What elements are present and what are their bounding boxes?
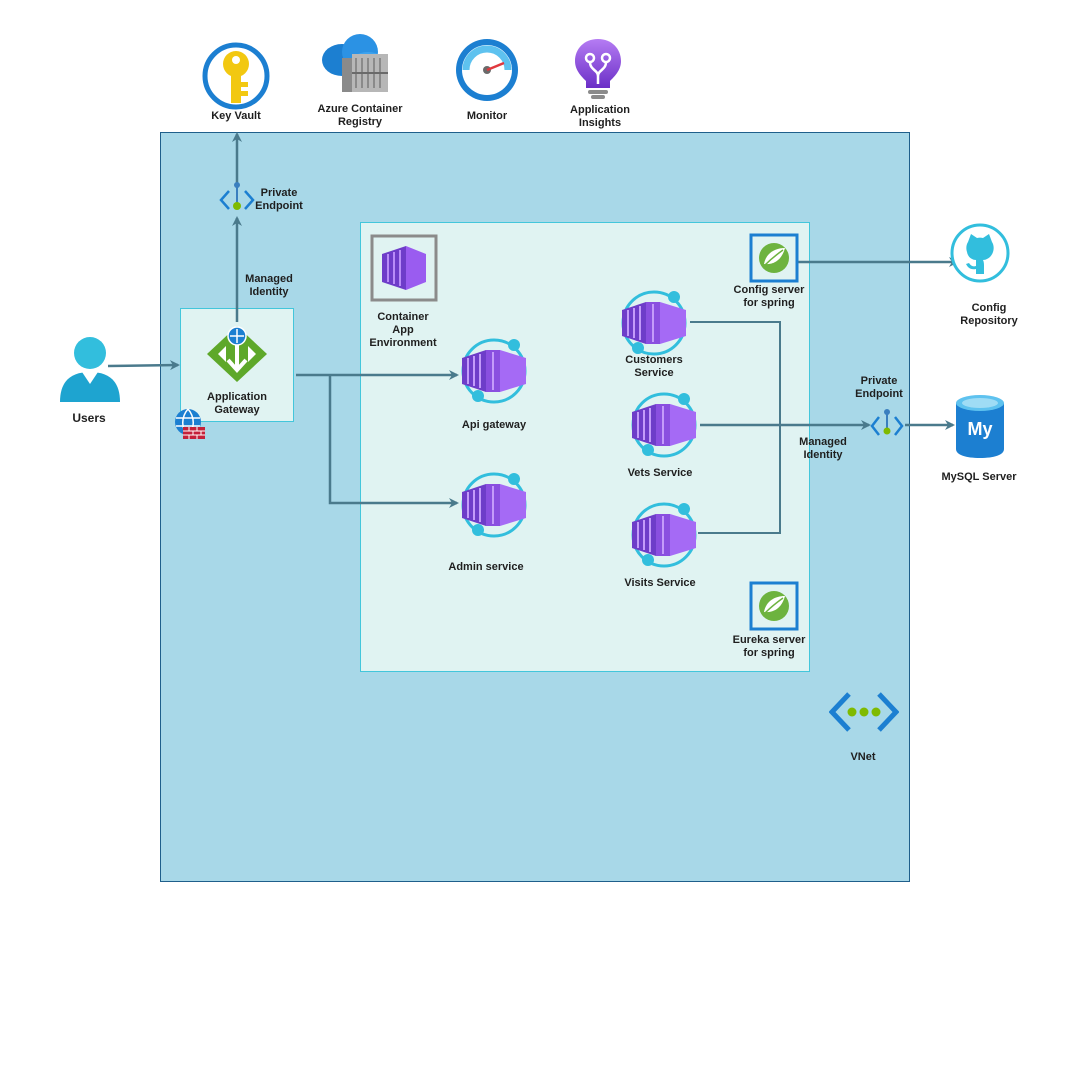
spring-config-server-icon: [749, 233, 799, 283]
container-app-environment-label: Container App Environment: [369, 311, 437, 349]
private-endpoint-right-icon: [870, 409, 904, 436]
vnet-icon: [829, 692, 899, 732]
vets-service-icon: [631, 392, 697, 458]
eureka-server-label: Eureka server for spring: [732, 634, 806, 659]
managed-identity-label-right: Managed Identity: [799, 436, 847, 461]
admin-service-icon: [461, 472, 527, 538]
connector-users-to-gateway: [107, 360, 180, 371]
key-vault-label: Key Vault: [211, 110, 261, 122]
key-vault-icon: [202, 42, 270, 110]
users-icon: [60, 337, 120, 402]
api-gateway-icon: [461, 338, 527, 404]
customers-service-icon: [621, 290, 687, 356]
mysql-badge-text: My: [967, 419, 992, 439]
monitor-label: Monitor: [466, 110, 508, 122]
users-label: Users: [72, 411, 106, 425]
api-gateway-label: Api gateway: [461, 419, 527, 431]
container-registry-icon: [322, 34, 388, 92]
github-icon: [950, 223, 1010, 283]
private-endpoint-label-right: Private Endpoint: [855, 375, 903, 400]
connector-gateway-to-admin-service: [328, 375, 459, 508]
container-app-environment-icon: [370, 234, 438, 302]
application-gateway-label: Application Gateway: [207, 391, 267, 416]
customers-service-label: Customers Service: [625, 354, 683, 379]
config-repository-label: Config Repository: [960, 302, 1018, 327]
mysql-server-label: MySQL Server: [941, 471, 1017, 483]
vets-service-label: Vets Service: [627, 467, 693, 479]
container-registry-label: Azure Container Registry: [317, 103, 403, 128]
application-gateway-icon: [207, 326, 267, 382]
managed-identity-label-top: Managed Identity: [245, 273, 293, 298]
connector-customers-bracket: [690, 321, 781, 534]
spring-eureka-server-icon: [749, 581, 799, 631]
web-application-firewall-icon: [175, 408, 205, 439]
monitor-icon: [456, 39, 518, 101]
application-insights-icon: [575, 39, 621, 99]
mysql-database-icon: My: [956, 395, 1004, 458]
private-endpoint-label-top: Private Endpoint: [255, 187, 303, 212]
application-insights-label: Application Insights: [570, 104, 630, 129]
visits-service-label: Visits Service: [624, 577, 696, 589]
config-server-label: Config server for spring: [733, 284, 805, 309]
private-endpoint-icon: [219, 182, 255, 210]
visits-service-icon: [631, 502, 697, 568]
admin-service-label: Admin service: [448, 561, 524, 573]
vnet-label: VNet: [850, 751, 876, 763]
